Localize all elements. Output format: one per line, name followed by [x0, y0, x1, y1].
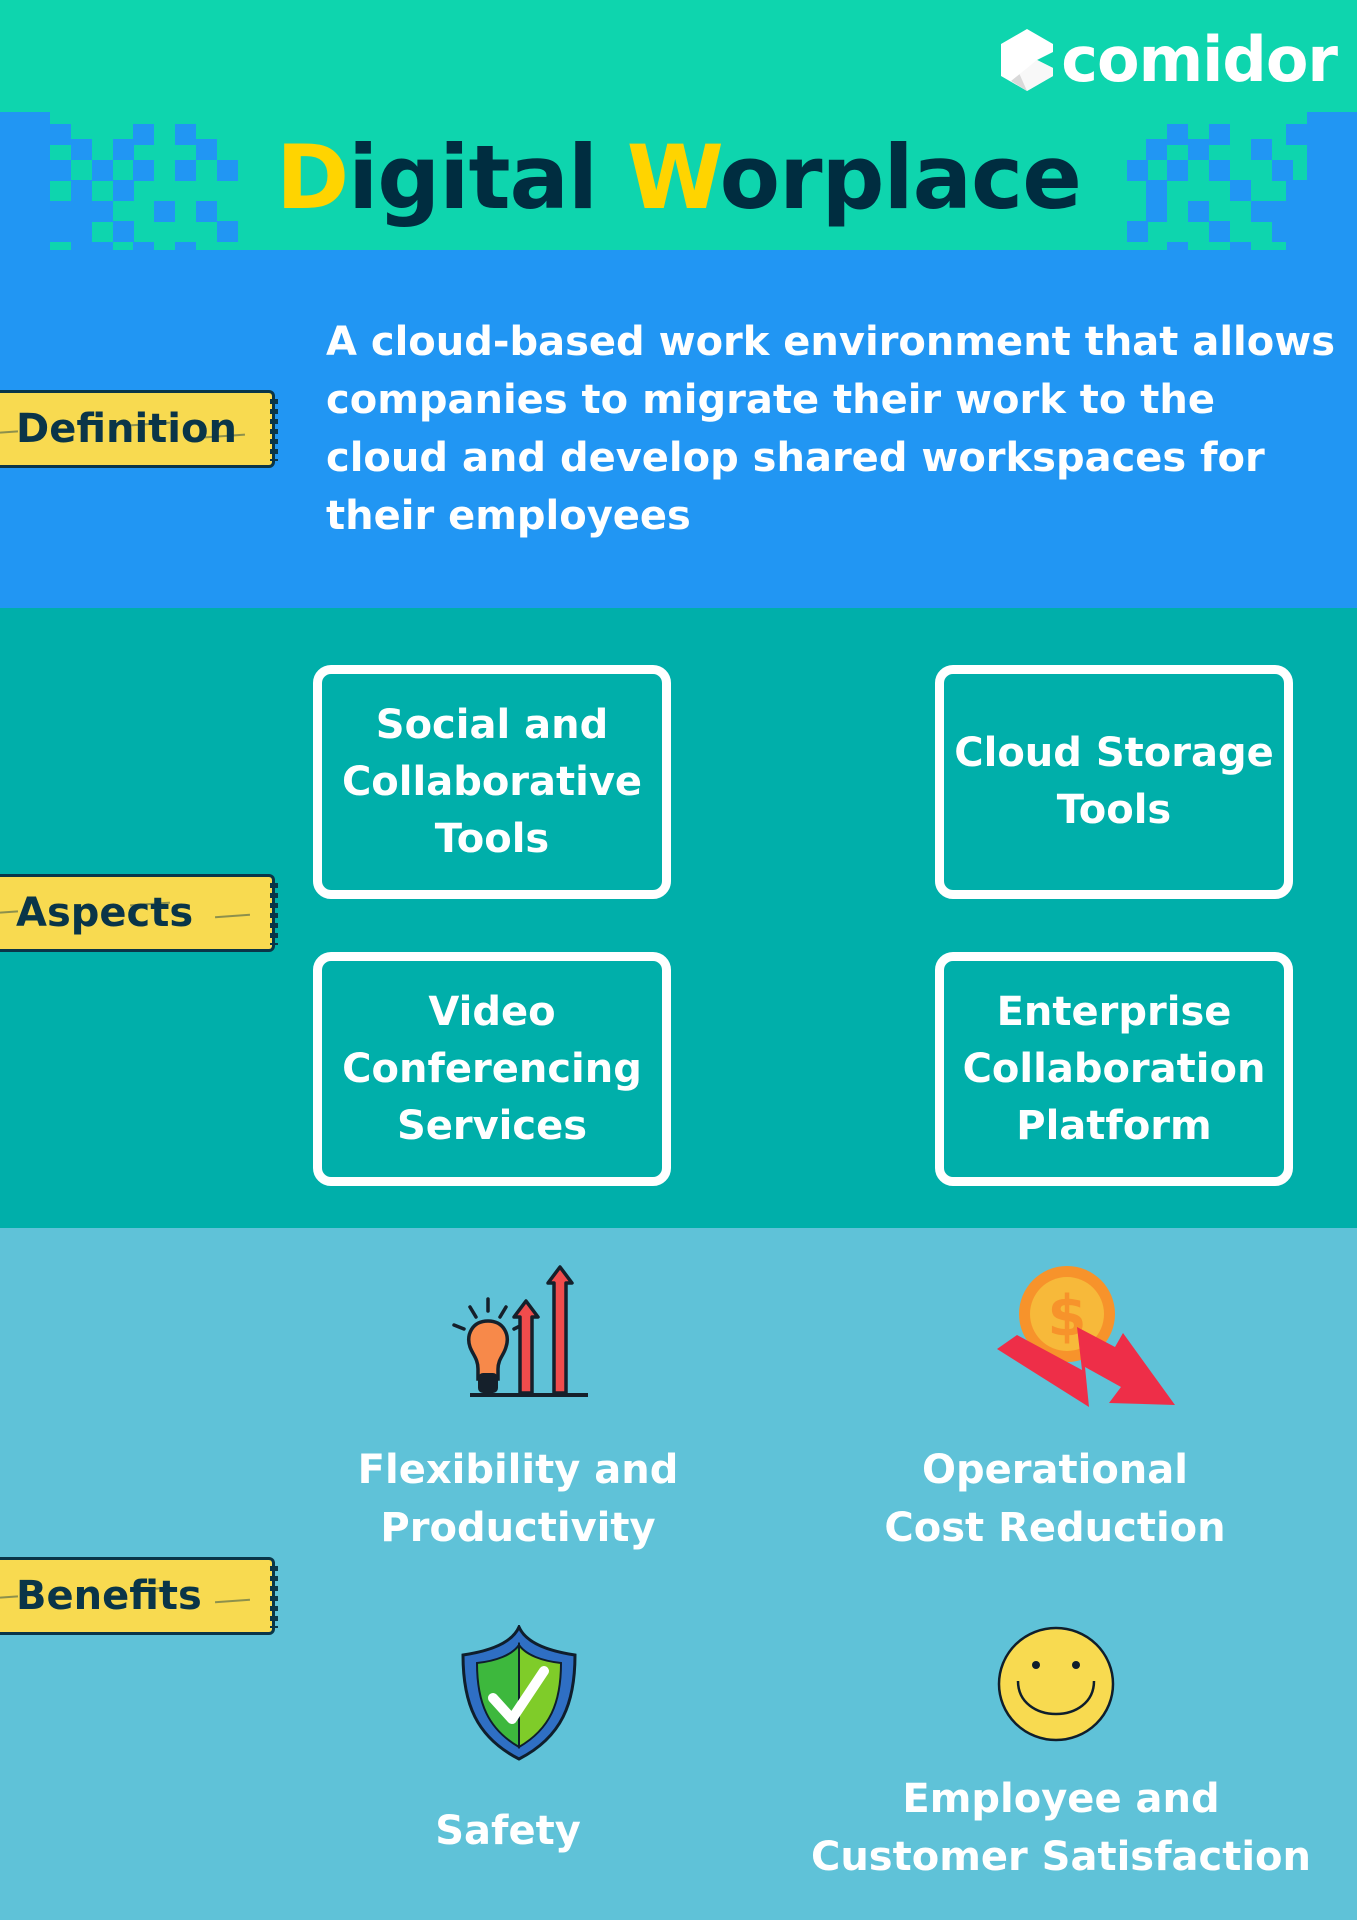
definition-tag-label: Definition [16, 406, 237, 452]
lightbulb-growth-arrows-icon [452, 1265, 588, 1397]
aspect-label: Video Conferencing Services [342, 988, 642, 1149]
aspect-card-video-conferencing: Video Conferencing Services [313, 952, 671, 1186]
benefit-label-satisfaction: Employee and Customer Satisfaction [810, 1776, 1312, 1880]
title-word-worplace: orplace [719, 126, 1082, 229]
aspect-label: Cloud Storage Tools [954, 730, 1274, 833]
comidor-hexagon-logo-icon [1001, 29, 1054, 91]
aspect-card-enterprise-collaboration: Enterprise Collaboration Platform [935, 952, 1293, 1186]
title-initial-d: D [276, 126, 349, 229]
benefit-label-safety: Safety [435, 1808, 581, 1854]
title-word-digital: igital [348, 126, 598, 229]
page-title: Digital Worplace [0, 118, 1357, 238]
definition-tag: Definition [0, 390, 278, 468]
benefit-label-cost-reduction: Operational Cost Reduction [884, 1447, 1226, 1551]
aspect-card-cloud-storage: Cloud Storage Tools [935, 665, 1293, 899]
aspect-card-social-collaborative: Social and Collaborative Tools [313, 665, 671, 899]
pixel-pattern-right [1127, 112, 1357, 250]
title-initial-w: W [626, 126, 721, 229]
definition-text: A cloud-based work environment that allo… [326, 319, 1336, 539]
aspects-tag-label: Aspects [16, 890, 194, 936]
aspect-label: Social and Collaborative Tools [341, 701, 643, 862]
aspect-label: Enterprise Collaboration Platform [962, 988, 1266, 1149]
benefits-tag: Benefits [0, 1557, 278, 1635]
smiley-face-icon [997, 1626, 1115, 1742]
coin-down-arrow-icon: $ [997, 1266, 1175, 1407]
title-strip [50, 112, 1310, 250]
aspects-tag: Aspects [0, 874, 278, 952]
shield-check-icon [461, 1625, 577, 1761]
header-band [0, 0, 1357, 112]
benefits-tag-label: Benefits [16, 1573, 202, 1619]
pixel-pattern-left [0, 112, 238, 250]
benefit-label-flexibility: Flexibility and Productivity [357, 1447, 679, 1551]
comidor-logo: comidor [999, 22, 1338, 98]
logo-text: comidor [1061, 23, 1338, 96]
